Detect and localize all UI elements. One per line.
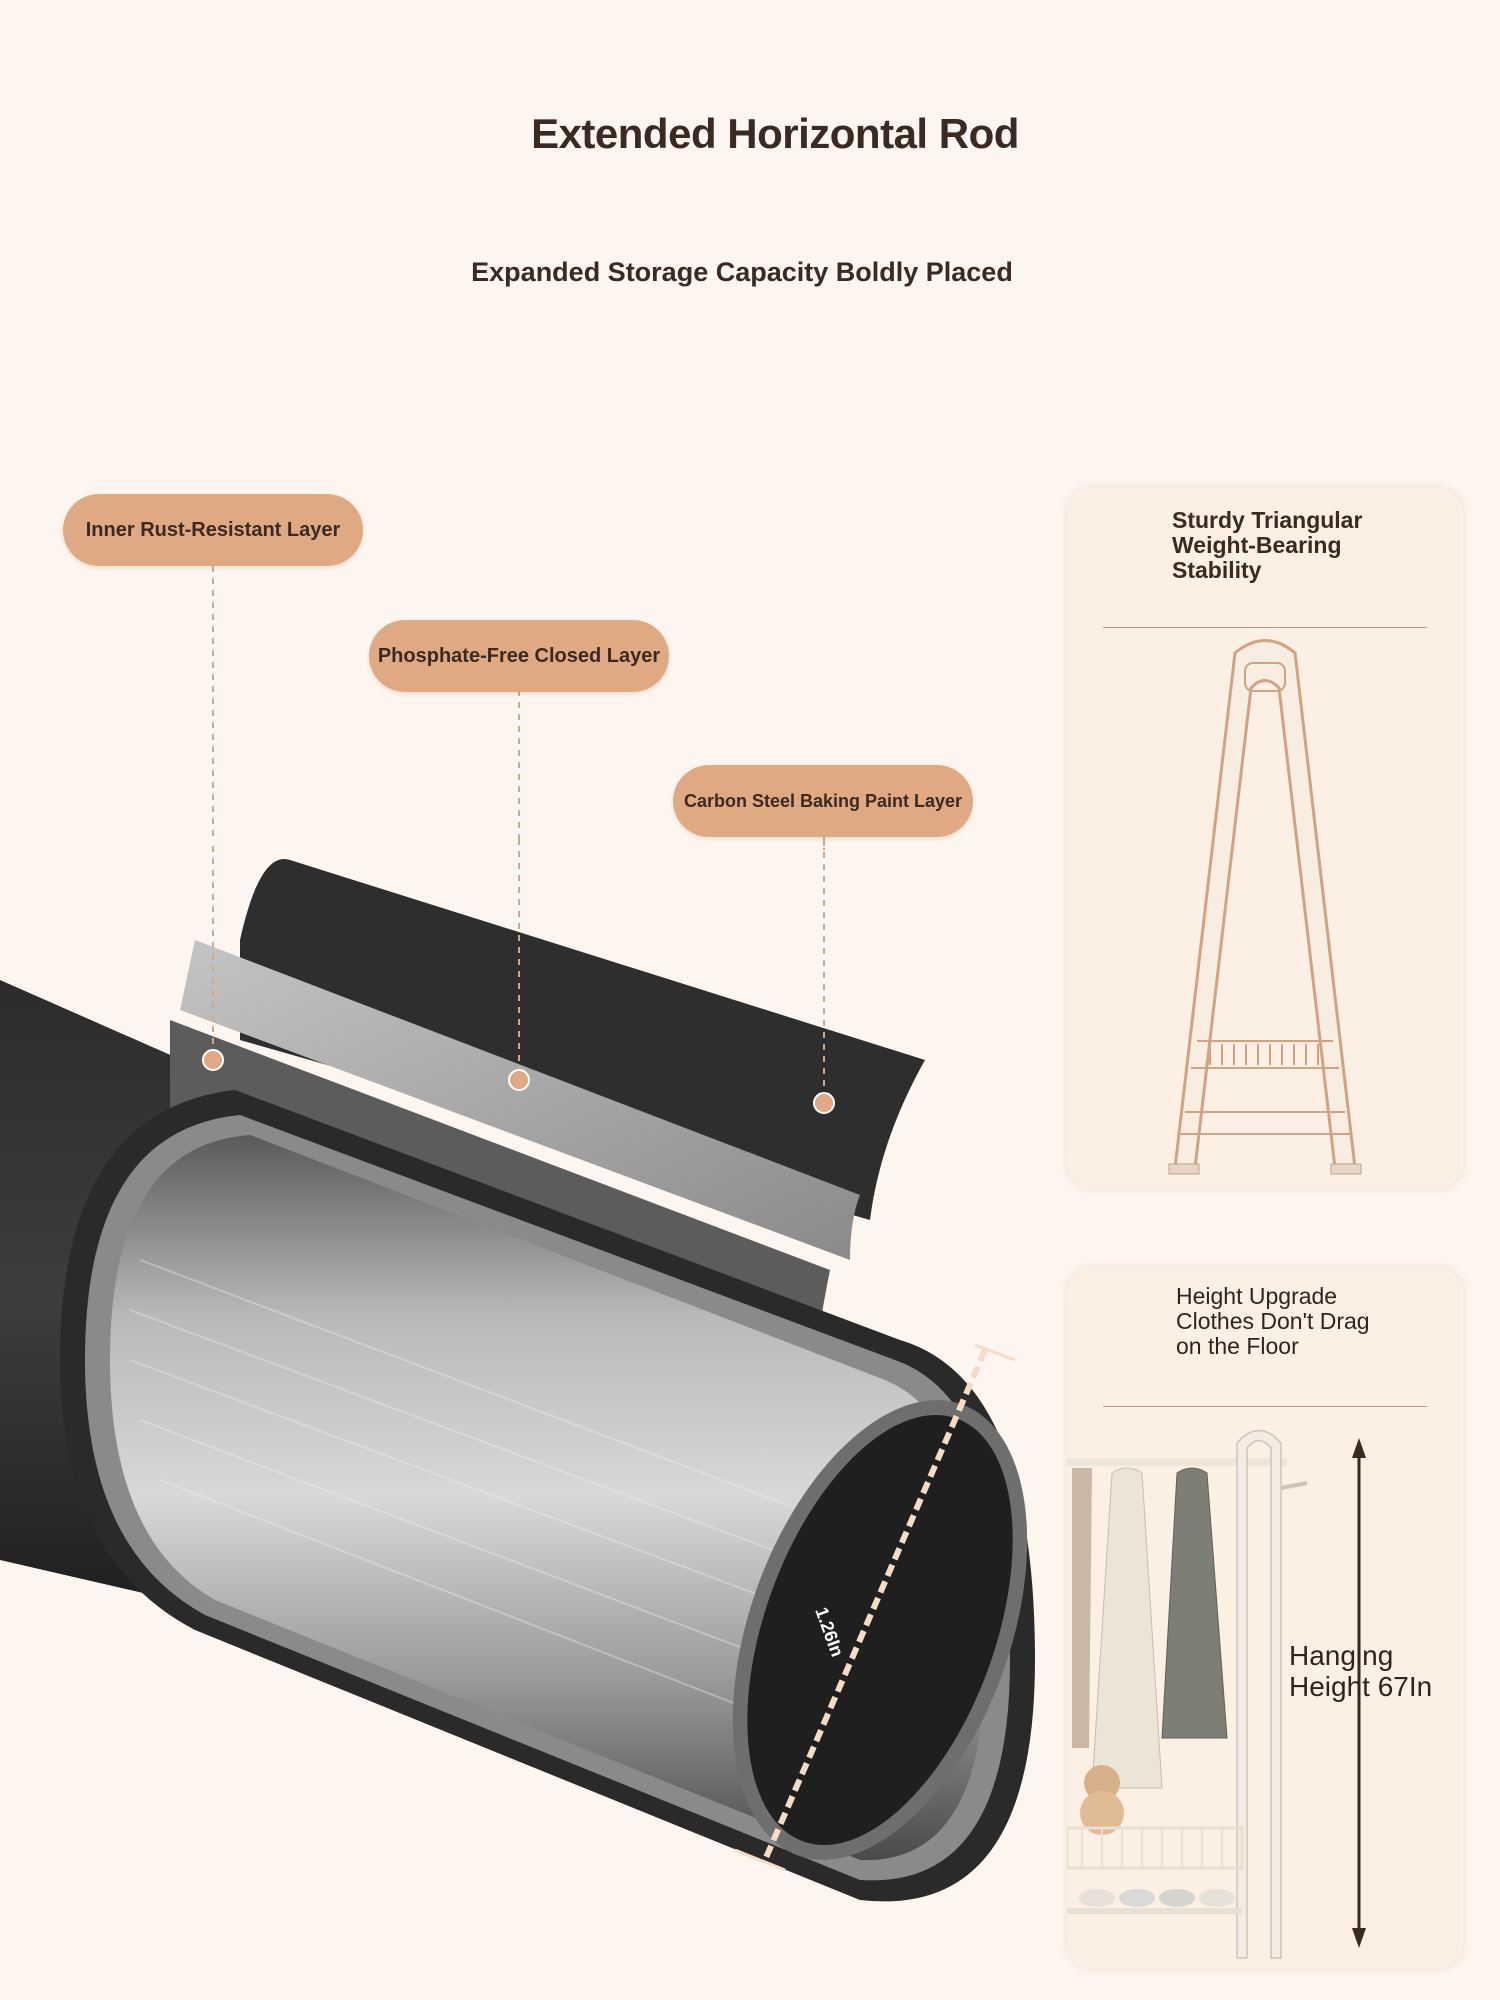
layer-label-inner-rust-resistant: Inner Rust-Resistant Layer (63, 494, 363, 566)
leader-dot-1 (202, 1049, 224, 1071)
diameter-dimension-line (762, 1348, 988, 1862)
height-arrow-top (1352, 1438, 1366, 1458)
leader-dot-3 (813, 1092, 835, 1114)
rod-cross-section-illustration: 1.26In (0, 840, 1035, 1902)
stability-card: Sturdy Triangular Weight-Bearing Stabili… (1067, 488, 1463, 1188)
height-arrow-bottom (1352, 1928, 1366, 1948)
height-card: Height Upgrade Clothes Don't Drag on the… (1067, 1268, 1463, 1968)
height-card-divider (1103, 1406, 1427, 1407)
clothes-rack-photo-illustration (1067, 1429, 1366, 1959)
leader-lines-upper (212, 566, 825, 850)
rod-end-opening (747, 1414, 1013, 1846)
page-title: Extended Horizontal Rod (531, 110, 1019, 157)
stability-card-divider (1103, 627, 1427, 628)
a-frame-rack-illustration (1168, 639, 1362, 1175)
layer-label-phosphate-free: Phosphate-Free Closed Layer (369, 620, 669, 692)
carbon-steel-paint-sheet (240, 859, 925, 1220)
hanging-height-label: Hanging Height 67In (1289, 1640, 1433, 1702)
phosphate-free-sheet (180, 940, 860, 1260)
layer-label-carbon-steel-paint: Carbon Steel Baking Paint Layer (673, 765, 973, 837)
height-card-title: Height Upgrade Clothes Don't Drag on the… (1176, 1283, 1370, 1359)
stability-card-title: Sturdy Triangular Weight-Bearing Stabili… (1172, 507, 1363, 583)
page-subtitle: Expanded Storage Capacity Boldly Placed (471, 257, 1013, 287)
leader-dot-2 (508, 1069, 530, 1091)
